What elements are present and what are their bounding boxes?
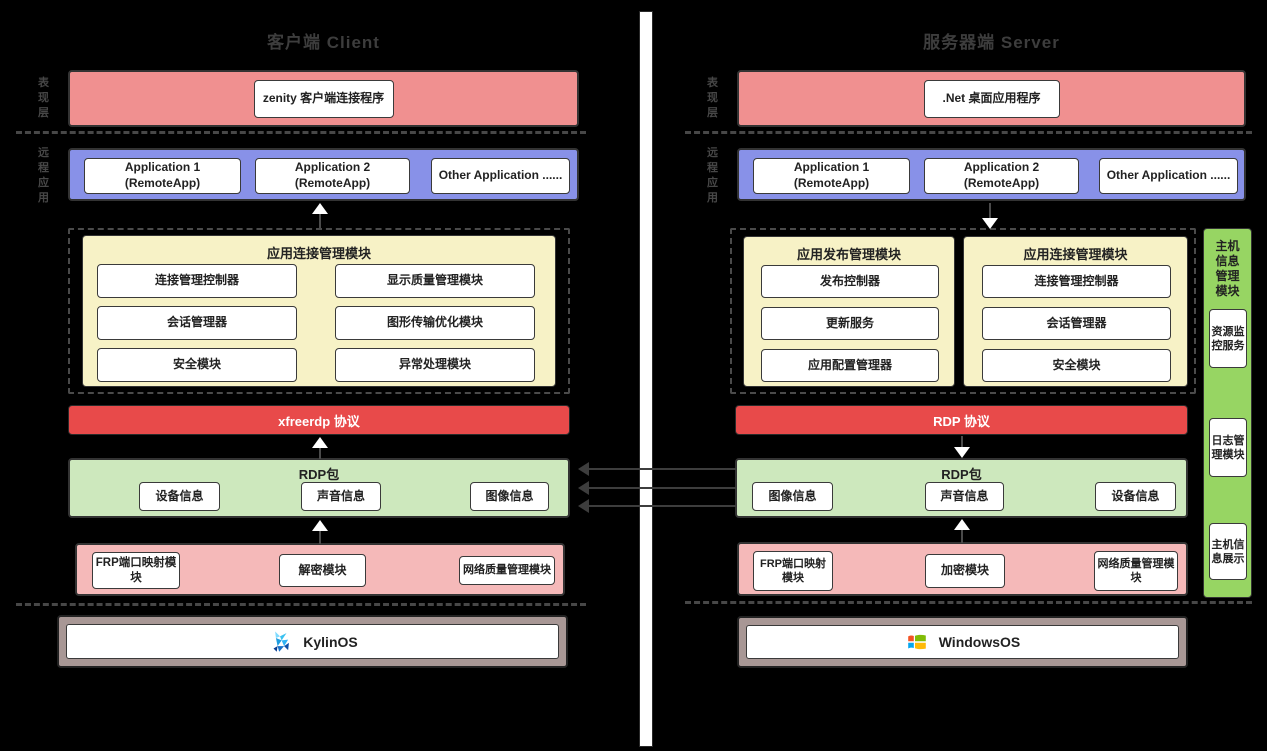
client-frp-port-mapping-module: FRP端口映射模块: [92, 552, 180, 589]
host-info-display: 主机信息展示: [1209, 523, 1247, 580]
server-module-session-manager: 会话管理器: [982, 307, 1171, 340]
server-presentation-layer: .Net 桌面应用程序: [737, 70, 1246, 127]
client-presentation-layer-label: 表现层: [38, 77, 49, 119]
client-os-box: KylinOS: [66, 624, 559, 659]
server-to-client-data-arrow-3: [578, 499, 736, 513]
client-os-label: KylinOS: [303, 633, 358, 650]
client-module-session-manager: 会话管理器: [97, 306, 297, 340]
client-packet-device-info: 设备信息: [139, 482, 220, 511]
client-presentation-layer: zenity 客户端连接程序: [68, 70, 579, 127]
client-module-security: 安全模块: [97, 348, 297, 382]
client-remote-app-layer: Application 1 (RemoteApp) Application 2 …: [68, 148, 579, 201]
left-arrowhead-icon: [578, 499, 589, 513]
server-to-client-data-arrow-1: [578, 462, 736, 476]
client-layer-separator-top: [16, 131, 586, 134]
server-remote-app-layer-label: 远程应用: [707, 147, 718, 204]
server-transport-to-packet-arrow: [954, 519, 970, 543]
server-module-connection-controller: 连接管理控制器: [982, 265, 1171, 298]
client-app-1: Application 1 (RemoteApp): [84, 158, 241, 194]
server-protocol-bar: RDP 协议: [735, 405, 1188, 435]
server-rdp-packet-title: RDP包: [941, 467, 982, 482]
server-network-quality-module: 网络质量管理模块: [1094, 551, 1178, 591]
client-rdp-packet-box: RDP包 设备信息 声音信息 图像信息: [68, 458, 570, 518]
client-packet-to-protocol-arrow: [312, 437, 328, 459]
down-arrowhead-icon: [982, 218, 998, 229]
up-arrowhead-icon: [954, 519, 970, 530]
server-module-group-border: [730, 228, 1196, 394]
client-protocol-bar: xfreerdp 协议: [68, 405, 570, 435]
up-arrowhead-icon: [312, 437, 328, 448]
client-transport-layer: FRP端口映射模块 解密模块 网络质量管理模块: [75, 543, 565, 596]
client-server-divider: [639, 11, 653, 747]
server-layer-separator-top: [685, 131, 1252, 134]
up-arrowhead-icon: [312, 203, 328, 214]
server-app-1: Application 1 (RemoteApp): [753, 158, 910, 194]
client-app-other: Other Application ......: [431, 158, 570, 194]
client-module-graphics-optimization: 图形传输优化模块: [335, 306, 535, 340]
server-connection-module-group: 应用连接管理模块 连接管理控制器 会话管理器 安全模块: [963, 236, 1188, 387]
client-module-display-quality: 显示质量管理模块: [335, 264, 535, 298]
host-info-panel-title: 主机信息管理模块: [1215, 239, 1240, 298]
kylin-logo-icon: [273, 630, 290, 652]
server-module-update-service: 更新服务: [761, 307, 939, 340]
client-network-quality-module: 网络质量管理模块: [459, 556, 555, 585]
windows-logo-icon: [907, 634, 926, 650]
host-info-panel: 主机信息管理模块 资源监控服务 日志管理模块 主机信息展示: [1203, 228, 1252, 598]
up-arrowhead-icon: [312, 520, 328, 531]
host-resource-monitor-service: 资源监控服务: [1209, 309, 1247, 368]
client-title: 客户端 Client: [267, 33, 380, 52]
server-packet-image-info: 图像信息: [752, 482, 833, 511]
server-module-app-config-manager: 应用配置管理器: [761, 349, 939, 382]
server-transport-layer: FRP端口映射模块 加密模块 网络质量管理模块: [737, 542, 1188, 596]
server-packet-audio-info: 声音信息: [925, 482, 1004, 511]
client-connection-module-title: 应用连接管理模块: [266, 246, 371, 261]
server-apps-to-modules-arrow: [982, 203, 998, 229]
client-packet-image-info: 图像信息: [470, 482, 549, 511]
server-title: 服务器端 Server: [923, 33, 1060, 52]
server-module-publish-controller: 发布控制器: [761, 265, 939, 298]
server-os-label: WindowsOS: [938, 634, 1021, 650]
client-decryption-module: 解密模块: [279, 554, 366, 587]
server-presentation-layer-label: 表现层: [707, 77, 718, 119]
client-rdp-packet-title: RDP包: [298, 467, 340, 482]
server-app-other: Other Application ......: [1099, 158, 1238, 194]
server-os-box: WindowsOS: [746, 625, 1179, 659]
left-arrowhead-icon: [578, 481, 589, 495]
client-connection-module-group: 应用连接管理模块 连接管理控制器 会话管理器 安全模块 显示质量管理模块 图形传…: [82, 235, 556, 387]
server-dotnet-app-box: .Net 桌面应用程序: [923, 79, 1060, 118]
client-transport-to-packet-arrow: [312, 520, 328, 544]
server-to-client-data-arrow-2: [578, 481, 736, 495]
server-rdp-packet-box: RDP包 图像信息 声音信息 设备信息: [735, 458, 1188, 518]
server-protocol-to-packet-arrow: [954, 436, 970, 458]
client-packet-audio-info: 声音信息: [301, 482, 381, 511]
server-app-2: Application 2 (RemoteApp): [924, 158, 1079, 194]
client-layer-separator-bottom: [16, 603, 586, 606]
client-os-layer: KylinOS: [57, 615, 568, 668]
server-module-security: 安全模块: [982, 349, 1171, 382]
client-zenity-app-box: zenity 客户端连接程序: [253, 79, 394, 118]
server-connection-module-title: 应用连接管理模块: [1023, 247, 1128, 262]
left-arrowhead-icon: [578, 462, 589, 476]
server-encryption-module: 加密模块: [925, 554, 1005, 588]
host-log-management-module: 日志管理模块: [1209, 418, 1247, 477]
client-module-connection-controller: 连接管理控制器: [97, 264, 297, 298]
client-module-exception-handling: 异常处理模块: [335, 348, 535, 382]
server-publish-module-title: 应用发布管理模块: [796, 247, 901, 262]
client-modules-to-apps-arrow: [312, 203, 328, 230]
server-layer-separator-bottom: [685, 601, 1252, 604]
server-os-layer: WindowsOS: [737, 616, 1188, 668]
client-app-2: Application 2 (RemoteApp): [255, 158, 410, 194]
server-packet-device-info: 设备信息: [1095, 482, 1176, 511]
server-publish-module-group: 应用发布管理模块 发布控制器 更新服务 应用配置管理器: [743, 236, 955, 387]
client-remote-app-layer-label: 远程应用: [38, 147, 49, 204]
server-frp-port-mapping-module: FRP端口映射模块: [753, 551, 833, 591]
server-remote-app-layer: Application 1 (RemoteApp) Application 2 …: [737, 148, 1246, 201]
down-arrowhead-icon: [954, 447, 970, 458]
